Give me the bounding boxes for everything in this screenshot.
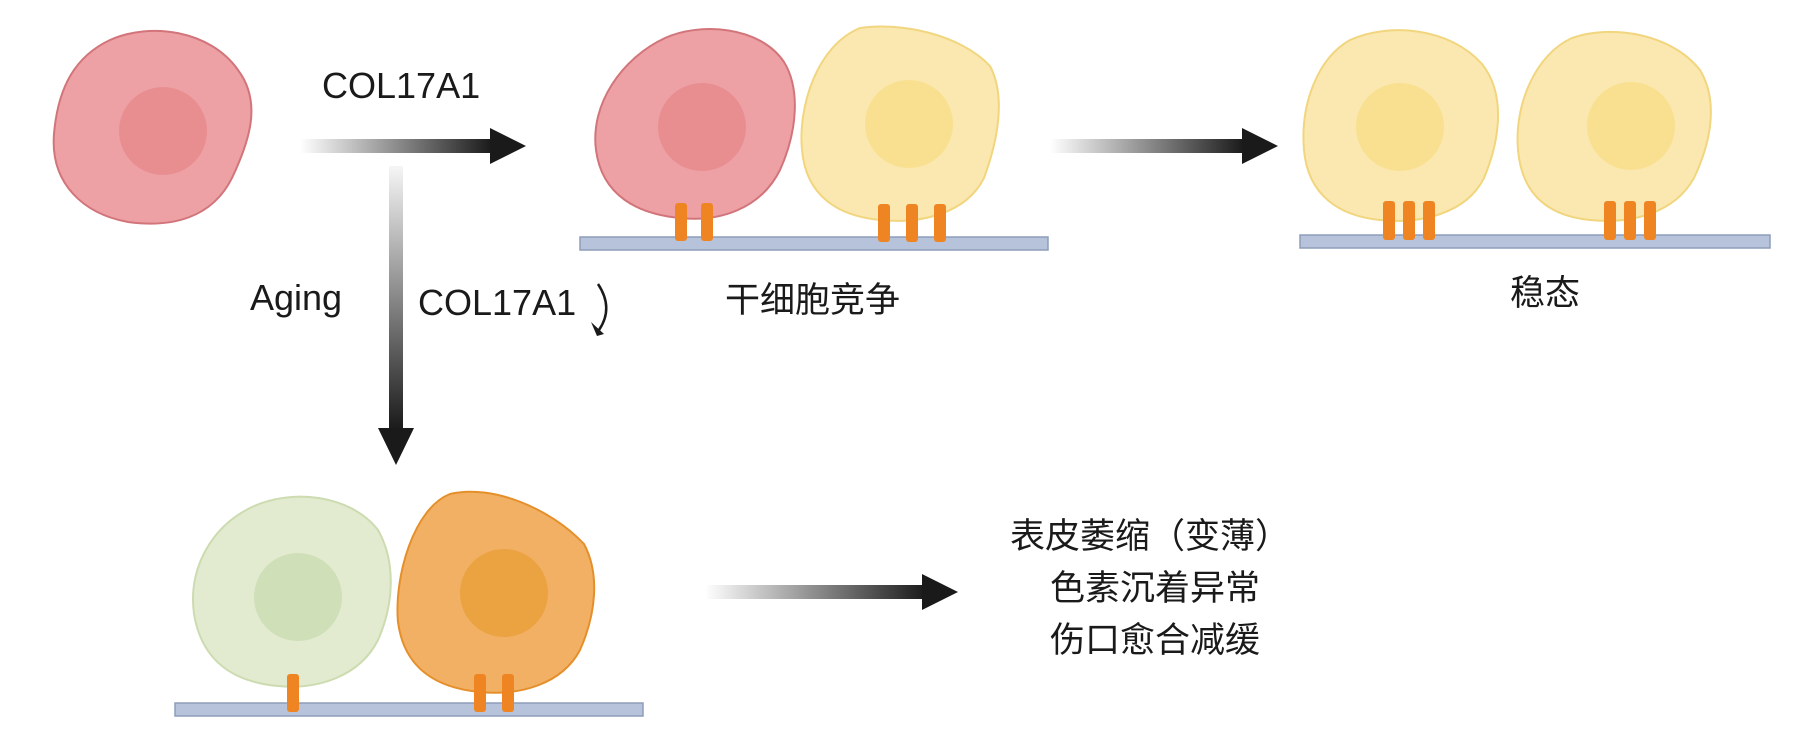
- competition-label: 干细胞竞争: [725, 281, 900, 321]
- green-stem-cell: [192, 495, 392, 688]
- col17a1-anchors: [1383, 201, 1656, 240]
- outcome-item: 伤口愈合减缓: [1050, 621, 1260, 661]
- competition-group: [579, 25, 1049, 251]
- nucleus: [254, 553, 342, 641]
- nucleus: [1356, 83, 1444, 171]
- basement-membrane: [579, 236, 1049, 251]
- nucleus: [865, 80, 953, 168]
- homeostasis-label: 稳态: [1510, 274, 1580, 314]
- nucleus: [1587, 82, 1675, 170]
- col17a1-decrease-label: COL17A1: [418, 282, 576, 323]
- initial-red-stem-cell: [52, 29, 253, 225]
- arrow-to-homeostasis: [1050, 128, 1278, 164]
- aged-group: [174, 490, 644, 717]
- orange-stem-cell: [396, 490, 596, 694]
- outcome-item: 色素沉着异常: [1050, 569, 1260, 609]
- homeostasis-group: [1299, 29, 1771, 249]
- arrow-to-outcomes: [705, 574, 958, 610]
- red-stem-cell: [594, 28, 796, 220]
- basement-membrane: [174, 702, 644, 717]
- outcome-item: 表皮萎缩（变薄）: [1010, 517, 1290, 557]
- nucleus: [658, 83, 746, 171]
- yellow-stem-cell: [800, 25, 1000, 222]
- nucleus: [460, 549, 548, 637]
- col17a1-anchors: [675, 203, 946, 242]
- decrease-arrow-icon: [591, 283, 608, 336]
- yellow-stem-cell-right: [1516, 30, 1712, 222]
- nucleus: [119, 87, 207, 175]
- aging-outcomes: 表皮萎缩（变薄） 色素沉着异常 伤口愈合减缓: [1010, 517, 1290, 661]
- basement-membrane: [1299, 234, 1771, 249]
- col17a1-top-label: COL17A1: [322, 65, 480, 106]
- aging-label: Aging: [250, 277, 342, 318]
- yellow-stem-cell-left: [1302, 29, 1499, 222]
- aging-arrow: [378, 166, 414, 465]
- arrow-to-competition: [300, 128, 526, 164]
- col17a1-anchors: [287, 674, 514, 712]
